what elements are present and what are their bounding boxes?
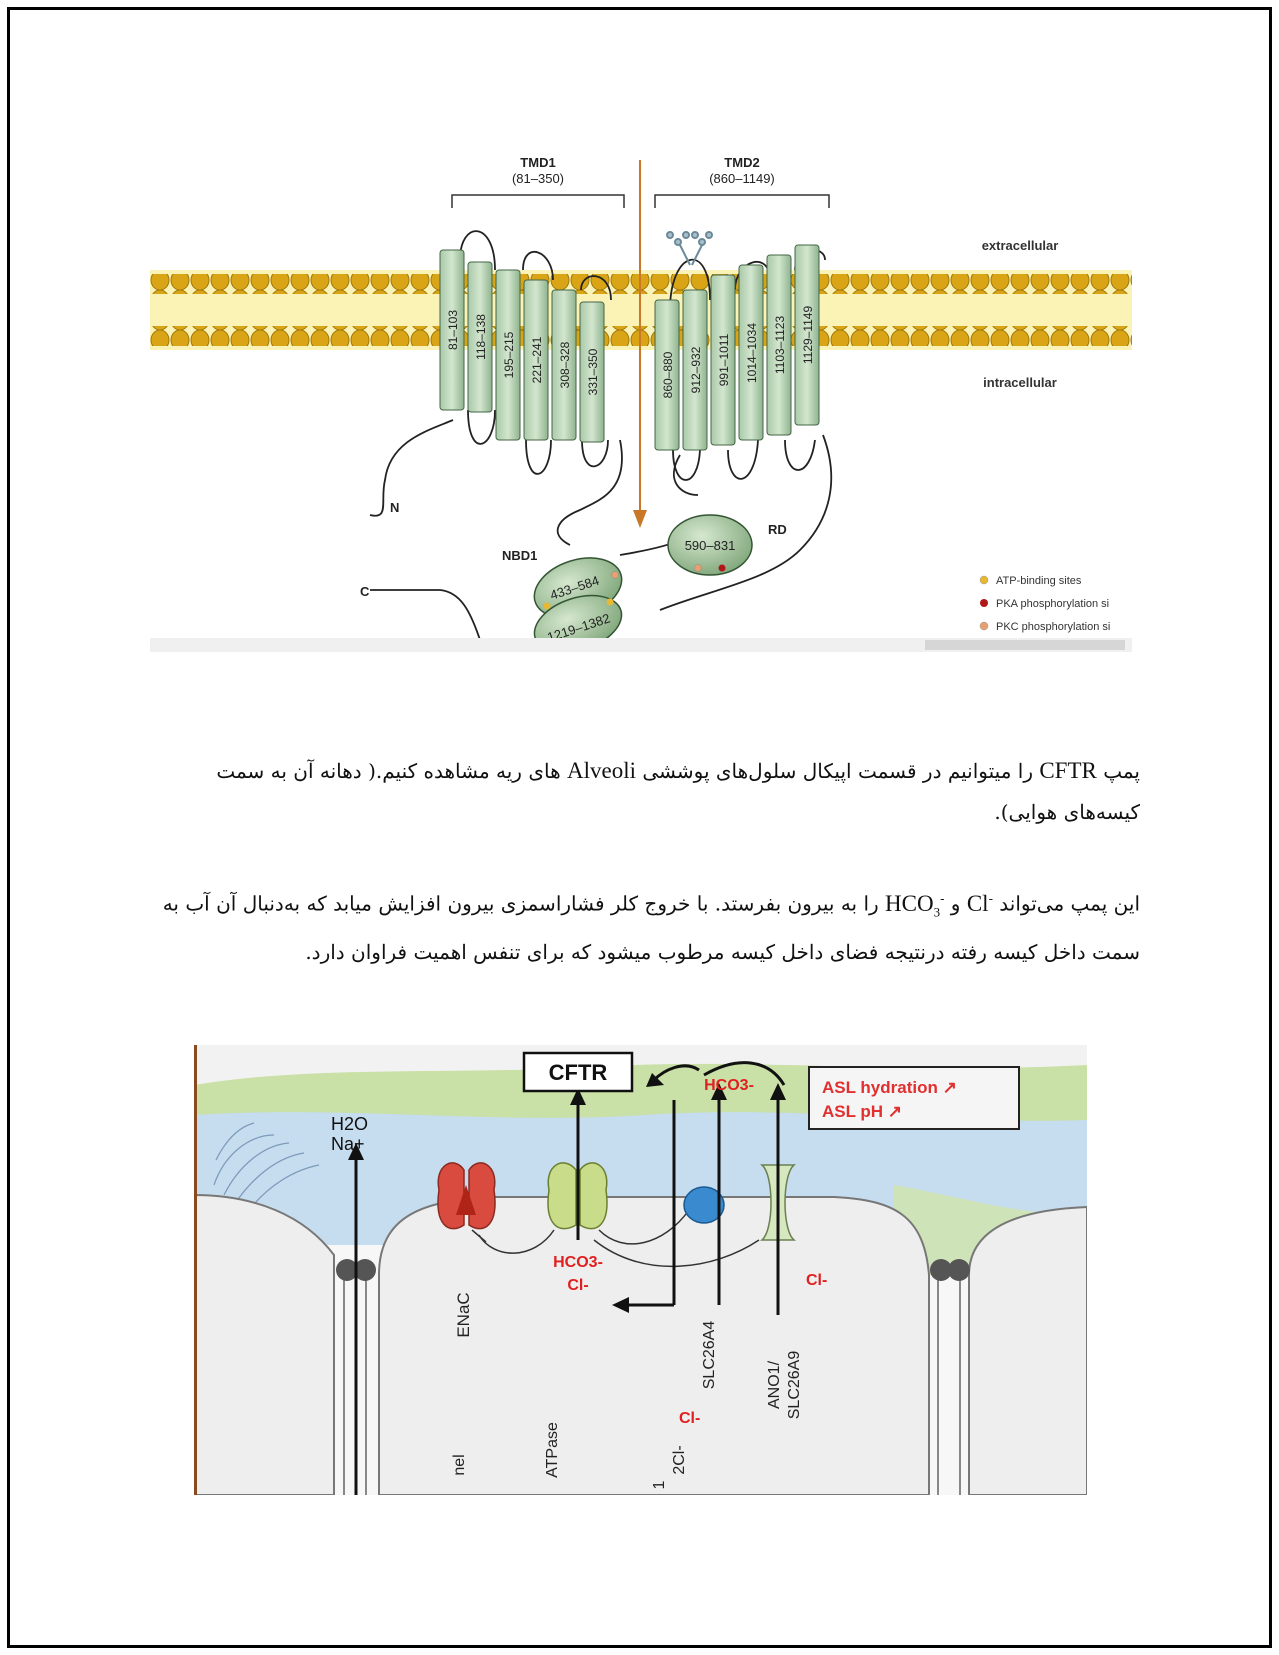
- chloride-term: Cl-: [966, 890, 993, 916]
- cells: [194, 1193, 1087, 1495]
- text: را میتوانیم در قسمت اپیکال سلول‌های پوشش…: [635, 759, 1040, 783]
- paracellular-arrow: H2O Na+: [331, 1114, 368, 1495]
- text: پمپ: [1096, 759, 1140, 783]
- na-label: Na+: [331, 1134, 365, 1154]
- cftr-term: CFTR: [1039, 758, 1097, 783]
- page-border: [7, 7, 1272, 1648]
- regulation-arrows: [471, 1209, 760, 1267]
- tmd2-bracket: TMD2 (860–1149): [654, 155, 830, 208]
- rd-label: RD: [768, 522, 787, 537]
- text: را به بیرون بفرستد. با خروج کلر فشاراسمز…: [162, 891, 1140, 965]
- loops: [369, 230, 833, 641]
- airway-epithelium-svg: H2O Na+ ENaC CFTR HCO3- Cl-: [194, 1045, 1087, 1495]
- center-arrow: [633, 160, 647, 528]
- tmd2-range: (860–1149): [709, 171, 775, 186]
- helix-label: 991–1011: [717, 333, 731, 386]
- scrollbar-track[interactable]: [150, 638, 1132, 652]
- airway-epithelium-figure: H2O Na+ ENaC CFTR HCO3- Cl-: [194, 1045, 1087, 1495]
- cl-lower-label: Cl-: [679, 1410, 700, 1427]
- intracellular-label: intracellular: [983, 375, 1057, 390]
- n-terminus-label: N: [390, 500, 399, 515]
- slc26a4-transporter: SLC26A4: [612, 1083, 727, 1389]
- helix-label: 118–138: [474, 314, 488, 360]
- text: این پمپ می‌تواند: [992, 891, 1140, 916]
- alveoli-term: Alveoli: [566, 758, 636, 783]
- tmd1-label: TMD1: [520, 155, 555, 170]
- ano1-label: ANO1/: [766, 1360, 783, 1409]
- text: و: [944, 891, 967, 916]
- h2o-label: H2O: [331, 1114, 368, 1134]
- helix-label: 1129–1149: [801, 306, 815, 365]
- paragraph-cftr-location: پمپ CFTR را میتوانیم در قسمت اپیکال سلول…: [150, 750, 1140, 833]
- helix-label: 860–880: [661, 351, 675, 398]
- glycosylation-icon: [666, 231, 713, 266]
- helix-label: 308–328: [558, 341, 572, 388]
- asl-hydration-label: ASL hydration ↗: [822, 1078, 957, 1097]
- helix-label: 1014–1034: [745, 323, 759, 383]
- cftr-topology-figure: TMD1 (81–350) TMD2 (860–1149): [150, 150, 1132, 652]
- rd-range: 590–831: [685, 538, 736, 553]
- legend-pka: PKA phosphorylation si: [996, 598, 1109, 610]
- text: های ریه مشاهده کنیم.( دهانه آن به سمت کی…: [216, 759, 1140, 824]
- helix-label: 912–932: [689, 346, 703, 393]
- legend-pkc: PKC phosphorylation si: [996, 621, 1110, 633]
- slc26a4-label: SLC26A4: [701, 1321, 718, 1390]
- enac-label: ENaC: [454, 1292, 473, 1337]
- scrollbar-thumb[interactable]: [925, 640, 1125, 650]
- cftr-topology-svg: TMD1 (81–350) TMD2 (860–1149): [150, 155, 1132, 652]
- cftr-channel: CFTR HCO3- Cl-: [522, 1051, 634, 1294]
- legend-atp: ATP-binding sites: [996, 575, 1082, 587]
- helix-label: 195–215: [502, 331, 516, 378]
- tmd1-bracket: TMD1 (81–350): [451, 155, 625, 208]
- extracellular-label: extracellular: [982, 238, 1059, 253]
- tmd1-range: (81–350): [512, 171, 564, 186]
- tight-junctions: [336, 1259, 970, 1281]
- cl-bottom-label: Cl-: [567, 1277, 588, 1294]
- c-terminus-label: C: [360, 584, 370, 599]
- enac-channel: ENaC: [437, 1162, 496, 1338]
- nbd1-domain: 433–584 1219–1382 NBD1: [502, 548, 623, 652]
- regulatory-domain: 590–831 RD: [667, 514, 787, 576]
- cilia: [213, 1122, 320, 1211]
- cftr-box-label: CFTR: [549, 1060, 608, 1085]
- ano1-channel: HCO3- ANO1/ SLC26A9 Cl-: [646, 1061, 827, 1420]
- slc26a9-label: SLC26A9: [786, 1351, 803, 1420]
- 2cl-label: 2Cl-: [671, 1445, 688, 1474]
- tmd1-helices: 81–103 118–138 195–215 221–241 308–328 3…: [439, 249, 605, 443]
- helix-label: 331–350: [586, 348, 600, 395]
- cl-right-label: Cl-: [806, 1272, 827, 1289]
- helix-label: 81–103: [446, 310, 460, 350]
- hco3-top-label: HCO3-: [704, 1077, 754, 1094]
- tmd2-helices: 860–880 912–932 991–1011 1014–1034 1103–…: [654, 244, 820, 451]
- bicarbonate-term: HCO3-: [885, 890, 945, 920]
- atpase-label: ATPase: [544, 1422, 561, 1478]
- nbd1-label: NBD1: [502, 548, 537, 563]
- tmd2-label: TMD2: [724, 155, 759, 170]
- paragraph-pump-function: این پمپ می‌تواند Cl- و HCO3- را به بیرون…: [150, 877, 1140, 973]
- helix-label: 221–241: [530, 336, 544, 383]
- legend: ATP-binding sites PKA phosphorylation si…: [979, 575, 1110, 633]
- hco3-bottom-label: HCO3-: [553, 1254, 603, 1271]
- helix-label: 1103–1123: [773, 316, 787, 375]
- asl-ph-label: ASL pH ↗: [822, 1102, 902, 1121]
- asl-effects-box: ASL hydration ↗ ASL pH ↗: [808, 1066, 1020, 1130]
- cotransporter-partial-label: 1: [651, 1480, 668, 1489]
- channel-partial-label: nel: [451, 1454, 468, 1475]
